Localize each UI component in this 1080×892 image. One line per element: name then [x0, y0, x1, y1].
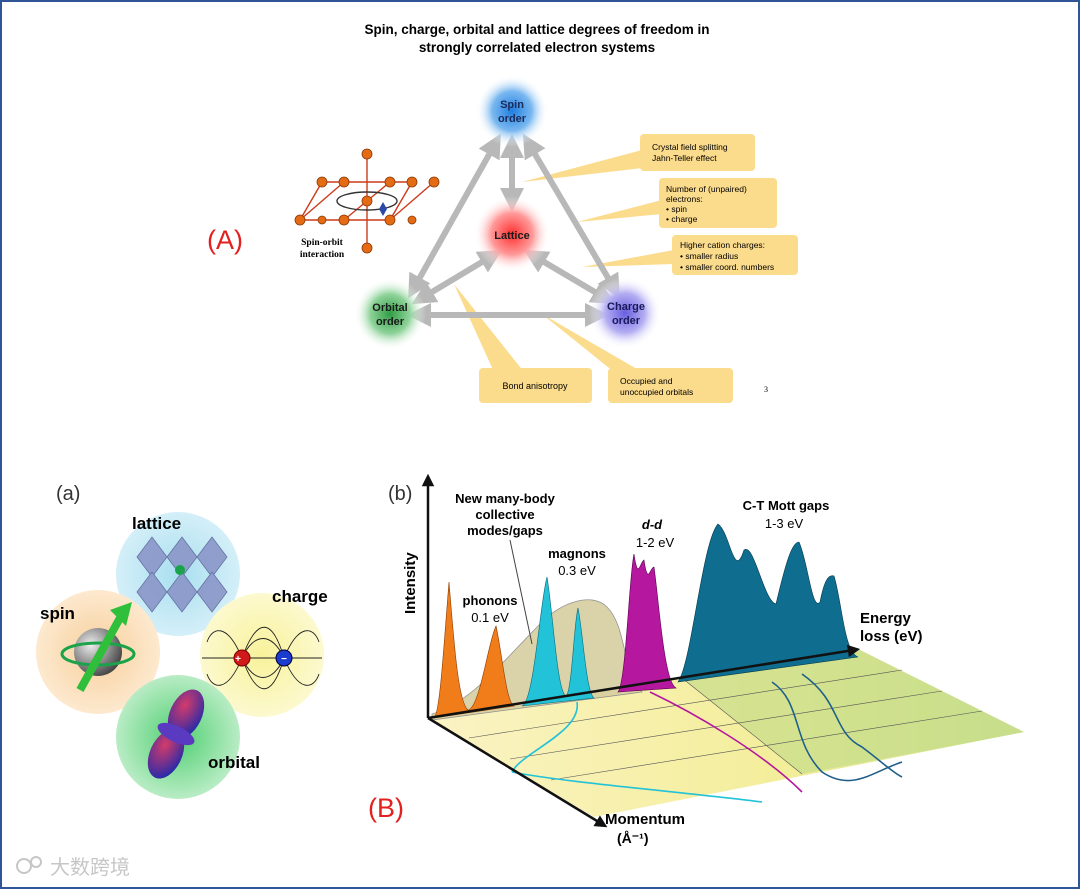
dispersion-curves [511, 673, 903, 803]
svg-text:• spin: • spin [666, 204, 687, 214]
annotation-magnons: magnons 0.3 eV [548, 546, 606, 578]
callout-occupied-orbitals: Occupied and unoccupied orbitals [608, 368, 733, 403]
svg-text:lattice: lattice [132, 514, 181, 533]
peak-dd [617, 553, 678, 693]
svg-text:Orbital: Orbital [372, 302, 407, 314]
node-orbital-order: Orbital order [354, 278, 426, 350]
node-lattice: Lattice [474, 196, 550, 272]
label-sub-b: (b) [388, 483, 412, 505]
svg-text:0.1 eV: 0.1 eV [471, 610, 509, 625]
svg-text:unoccupied orbitals: unoccupied orbitals [620, 387, 693, 397]
peak-phonons [433, 581, 515, 719]
sphere-lattice: lattice [116, 512, 240, 636]
axis-momentum-line-1: Momentum [605, 811, 685, 828]
callout-unpaired-electrons: Number of (unpaired) electrons: • spin •… [659, 178, 777, 228]
label-sub-a: (a) [56, 483, 80, 505]
svg-text:phonons: phonons [463, 593, 518, 608]
svg-text:• smaller coord. numbers: • smaller coord. numbers [680, 262, 774, 272]
sphere-orbital: orbital [116, 675, 260, 799]
label-B: (B) [368, 793, 404, 823]
svg-text:+: + [235, 654, 241, 665]
axis-intensity: Intensity [402, 552, 419, 614]
svg-text:charge: charge [272, 587, 328, 606]
callout-bond-anisotropy: Bond anisotropy [479, 368, 592, 403]
page-number: 3 [764, 385, 768, 394]
svg-text:−: − [281, 654, 287, 665]
watermark-text: 大数跨境 [50, 856, 130, 879]
spin-orbit-line-1: Spin-orbit [301, 238, 344, 248]
peak-magnons [521, 576, 595, 707]
svg-text:modes/gaps: modes/gaps [467, 523, 543, 538]
annotation-phonons: phonons 0.1 eV [463, 593, 518, 625]
svg-text:• smaller radius: • smaller radius [680, 251, 738, 261]
svg-text:order: order [612, 315, 641, 327]
svg-text:Charge: Charge [607, 301, 645, 313]
svg-text:1-2 eV: 1-2 eV [636, 535, 675, 550]
peak-ct-mott [677, 523, 859, 683]
watermark-logo: 大数跨境 [16, 856, 130, 879]
annotation-ct-mott: C-T Mott gaps 1-3 eV [743, 498, 830, 531]
svg-text:• charge: • charge [666, 214, 698, 224]
axis-energy-line-2: loss (eV) [860, 628, 923, 645]
svg-text:Lattice: Lattice [494, 230, 529, 242]
svg-text:order: order [376, 316, 405, 328]
axis-momentum-line-2: (Å⁻¹) [617, 830, 649, 846]
svg-text:Higher cation charges:: Higher cation charges: [680, 240, 765, 250]
svg-text:Crystal field splitting: Crystal field splitting [652, 142, 728, 152]
title-line-2: strongly correlated electron systems [419, 40, 655, 55]
spectrum-axes [421, 473, 861, 828]
svg-text:Number of (unpaired): Number of (unpaired) [666, 184, 747, 194]
sphere-charge: + − charge [200, 587, 328, 717]
svg-text:d-d: d-d [642, 517, 663, 532]
svg-text:orbital: orbital [208, 753, 260, 772]
electron-icon [379, 202, 387, 216]
callout-cation-charges: Higher cation charges: • smaller radius … [672, 235, 798, 275]
node-charge-order: Charge order [589, 277, 661, 349]
node-spin-order: Spin order [476, 75, 548, 147]
sphere-spin: spin [36, 590, 160, 714]
annotation-collective: New many-body collective modes/gaps [455, 491, 556, 645]
svg-text:Jahn-Teller effect: Jahn-Teller effect [652, 153, 717, 163]
svg-text:spin: spin [40, 604, 75, 623]
svg-text:Bond anisotropy: Bond anisotropy [502, 381, 568, 391]
svg-text:C-T Mott gaps: C-T Mott gaps [743, 498, 830, 513]
svg-text:New many-body: New many-body [455, 491, 555, 506]
svg-text:electrons:: electrons: [666, 194, 703, 204]
svg-text:Occupied and: Occupied and [620, 376, 673, 386]
spin-orbit-line-2: interaction [300, 250, 345, 260]
svg-text:magnons: magnons [548, 546, 606, 561]
svg-text:collective: collective [475, 507, 534, 522]
relation-arrows [407, 133, 621, 327]
title-line-1: Spin, charge, orbital and lattice degree… [364, 22, 709, 37]
svg-text:1-3 eV: 1-3 eV [765, 516, 804, 531]
svg-text:Spin: Spin [500, 99, 524, 111]
annotation-dd: d-d 1-2 eV [636, 517, 675, 550]
svg-text:0.3 eV: 0.3 eV [558, 563, 596, 578]
label-A: (A) [207, 225, 243, 255]
axis-energy-line-1: Energy [860, 610, 912, 627]
callout-crystal-field: Crystal field splitting Jahn-Teller effe… [640, 134, 755, 171]
svg-text:order: order [498, 113, 527, 125]
